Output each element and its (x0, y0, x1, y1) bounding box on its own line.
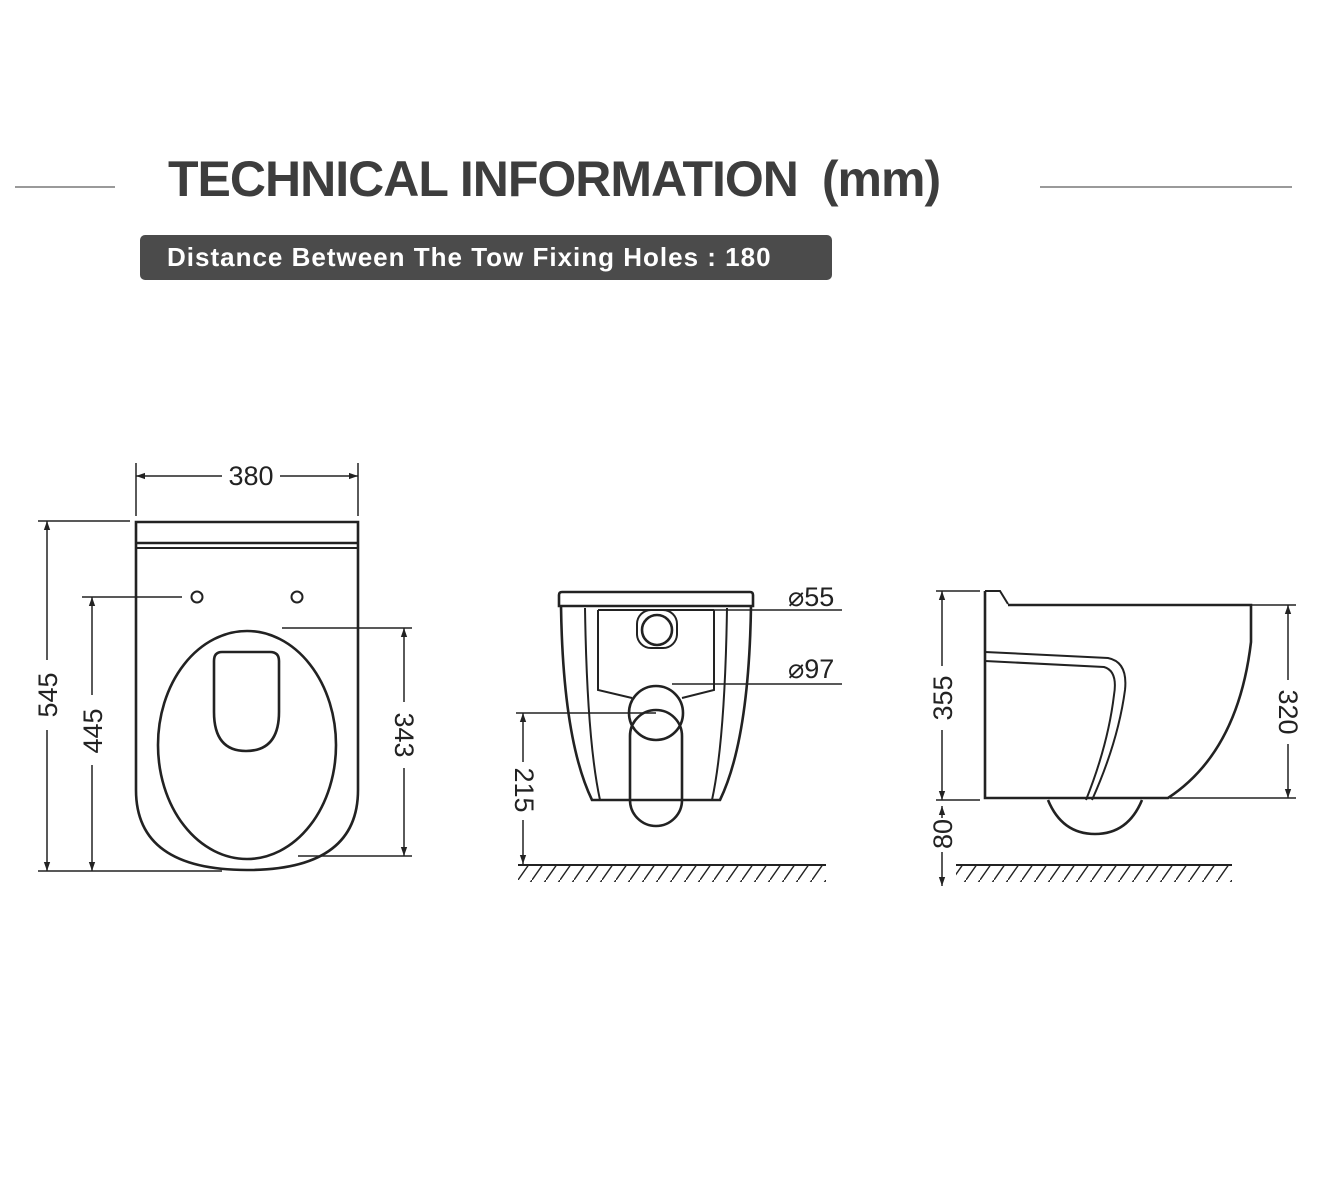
side-view-seat-inner (984, 660, 1116, 801)
page-title: TECHNICAL INFORMATION (mm) (168, 150, 941, 208)
rear-view: ⌀55 ⌀97 215 (509, 582, 842, 882)
dim-width-label: 380 (228, 461, 273, 491)
dim-343-label: 343 (389, 712, 419, 757)
dim-97-label: ⌀97 (788, 654, 834, 684)
fixing-holes-banner: Distance Between The Tow Fixing Holes : … (140, 235, 832, 280)
dim-355-label: 355 (928, 675, 958, 720)
title-rule-left (15, 186, 115, 188)
fixing-hole-left-icon (190, 590, 204, 604)
fixing-hole-right-icon (290, 590, 304, 604)
rear-view-inner-frame (584, 607, 728, 801)
dim-320-label: 320 (1273, 689, 1303, 734)
dim-80-label: 80 (928, 819, 958, 849)
title-unit: (mm) (821, 151, 941, 207)
side-view-body (983, 591, 1253, 800)
side-view-rear-tab (985, 590, 1009, 605)
dim-215-label: 215 (509, 767, 539, 812)
dim-445-label: 445 (78, 708, 108, 753)
side-view-underside (1046, 799, 1144, 836)
title-rule-right (1040, 186, 1292, 188)
top-view-bowl-opening (212, 650, 281, 753)
rear-view-outlet-small-frame (636, 609, 678, 649)
dim-545-label: 545 (33, 672, 63, 717)
rear-view-top-plate (557, 590, 755, 608)
rear-view-drain-pipe (628, 708, 684, 828)
title-text: TECHNICAL INFORMATION (168, 151, 799, 207)
rear-view-outlet-small-icon (640, 613, 674, 647)
rear-view-floor-hatch (518, 866, 826, 882)
top-view-rim (156, 629, 338, 861)
dim-55-label: ⌀55 (788, 582, 834, 612)
side-view: 355 320 80 (928, 590, 1303, 886)
side-view-floor-hatch (956, 866, 1232, 882)
top-view-body-outline (134, 520, 360, 872)
side-view-seat-outer (984, 651, 1127, 801)
top-view: 380 545 445 343 (33, 461, 419, 872)
rear-view-body (559, 605, 753, 802)
